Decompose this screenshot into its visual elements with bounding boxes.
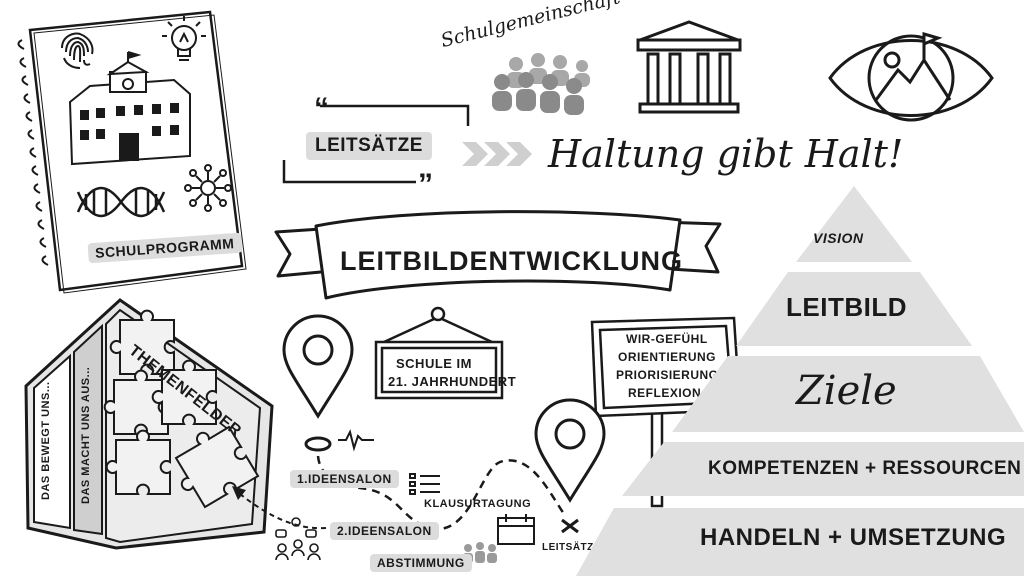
pyramid-level-leitbild: Leitbild bbox=[786, 292, 907, 322]
pyramid-level-vision: Vision bbox=[813, 230, 864, 246]
journey-step-3: Abstimmung bbox=[370, 554, 472, 572]
school-building-icon bbox=[68, 51, 191, 166]
hanging-sign-frame bbox=[374, 306, 504, 400]
pyramid-level-handeln: Handeln + Umsetzung bbox=[700, 524, 1007, 551]
calendar-icon bbox=[497, 514, 535, 545]
people-group-icon bbox=[492, 53, 590, 115]
banner-title: Leitbildentwicklung bbox=[340, 246, 683, 276]
heartbeat-icon bbox=[338, 429, 374, 452]
fingerprint-icon bbox=[61, 32, 94, 69]
post-sign-item-3: Priorisierung bbox=[616, 368, 719, 382]
dna-icon bbox=[76, 186, 166, 218]
pyramid-level-kompetenzen: Kompetenzen + Ressourcen bbox=[708, 458, 1022, 479]
journey-step-4: Klausurtagung bbox=[424, 498, 532, 510]
post-sign-item-2: Orientierung bbox=[618, 350, 717, 364]
temple-icon bbox=[636, 20, 742, 114]
post-sign-item-1: Wir-Gefühl bbox=[626, 332, 708, 346]
puzzle-icon bbox=[103, 309, 260, 509]
network-icon bbox=[184, 164, 232, 212]
open-quote: “ bbox=[314, 92, 329, 125]
location-pin-icon bbox=[534, 398, 606, 534]
hanging-sign-line2: 21. Jahrhundert bbox=[388, 374, 517, 389]
quote-lines bbox=[282, 104, 470, 184]
pyramid-level-ziele: Ziele bbox=[796, 368, 897, 414]
chat-people-icon bbox=[275, 517, 321, 561]
journey-step-2: 2.Ideensalon bbox=[330, 522, 439, 540]
close-quote: ” bbox=[418, 168, 433, 201]
haltung-text: Haltung gibt Halt! bbox=[548, 132, 904, 176]
journey-step-1: 1.Ideensalon bbox=[290, 470, 399, 488]
eye-mountain-icon bbox=[828, 32, 994, 122]
post-sign-item-4: Reflexion bbox=[628, 386, 702, 400]
checklist-icon bbox=[409, 473, 440, 495]
leitsaetze-label: Leitsätze bbox=[306, 132, 432, 160]
hanging-sign-line1: Schule im bbox=[396, 356, 472, 371]
lightbulb-icon bbox=[162, 16, 206, 61]
journey-step-5: Leitsätze bbox=[542, 542, 601, 553]
banner-ribbon bbox=[274, 210, 722, 300]
chevron-arrows-icon bbox=[462, 142, 532, 166]
location-pin-icon bbox=[282, 314, 354, 452]
